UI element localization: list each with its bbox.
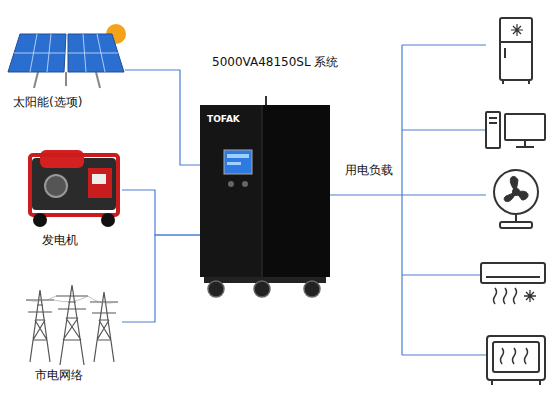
inverter-node: 5000VA48150SL 系统TOFAK xyxy=(200,105,330,277)
power-connector xyxy=(125,70,200,165)
solar-panel xyxy=(8,24,126,88)
source-node: 太阳能(选项) xyxy=(5,25,125,115)
power-connector xyxy=(122,190,200,235)
text-label: 用电负载 xyxy=(345,163,393,177)
text-label: 市电网络 xyxy=(35,368,83,382)
computer-icon xyxy=(486,112,545,148)
generator xyxy=(30,150,118,227)
text-label: 5000VA48150SL 系统 xyxy=(212,55,338,69)
text-label: TOFAK xyxy=(207,112,240,126)
power-connector xyxy=(122,235,200,322)
fridge-icon xyxy=(500,18,532,84)
air-conditioner-icon xyxy=(481,263,545,304)
output-wire xyxy=(330,45,486,355)
text-label: 发电机 xyxy=(42,233,78,247)
source-node: 市电网络 xyxy=(15,280,122,385)
text-label: 太阳能(选项) xyxy=(13,95,82,109)
fan-icon xyxy=(494,170,538,228)
source-node: 发电机 xyxy=(25,140,122,250)
inverter-cabinet xyxy=(200,96,330,297)
power-tower xyxy=(26,285,118,365)
microwave-icon xyxy=(487,336,545,385)
